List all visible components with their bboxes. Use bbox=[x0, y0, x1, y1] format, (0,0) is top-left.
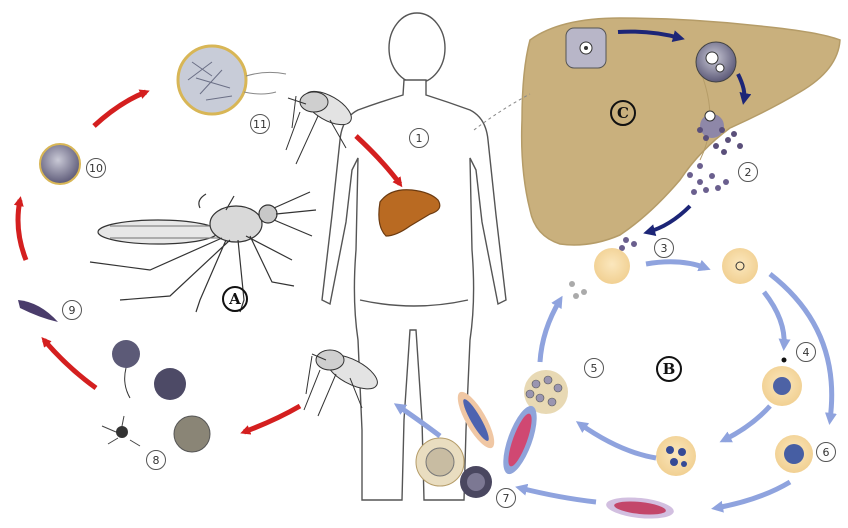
step-label-2: 2 bbox=[738, 162, 758, 182]
step-label-11: 11 bbox=[250, 114, 270, 134]
merozoites-released bbox=[687, 163, 729, 195]
step-label-10: 10 bbox=[86, 158, 106, 178]
stage-label-b: B bbox=[656, 356, 682, 382]
step-label-6: 6 bbox=[816, 442, 836, 462]
oocyst bbox=[40, 144, 80, 184]
step-label-4: 4 bbox=[796, 342, 816, 362]
step-label-3: 3 bbox=[654, 238, 674, 258]
rbc-mature-schizont bbox=[656, 436, 696, 476]
step-label-7: 7 bbox=[496, 488, 516, 508]
free-merozoites bbox=[569, 281, 587, 299]
step-label-1: 1 bbox=[409, 128, 429, 148]
rbc-ring bbox=[594, 248, 758, 284]
step-label-5: 5 bbox=[584, 358, 604, 378]
stage-label-a: A bbox=[222, 286, 248, 312]
step-label-9: 9 bbox=[62, 300, 82, 320]
stage-label-c: C bbox=[610, 100, 636, 126]
gametes-zygote bbox=[102, 340, 210, 452]
mosquito-icon bbox=[90, 192, 316, 312]
ookinete bbox=[18, 300, 58, 322]
step-label-8: 8 bbox=[146, 450, 166, 470]
